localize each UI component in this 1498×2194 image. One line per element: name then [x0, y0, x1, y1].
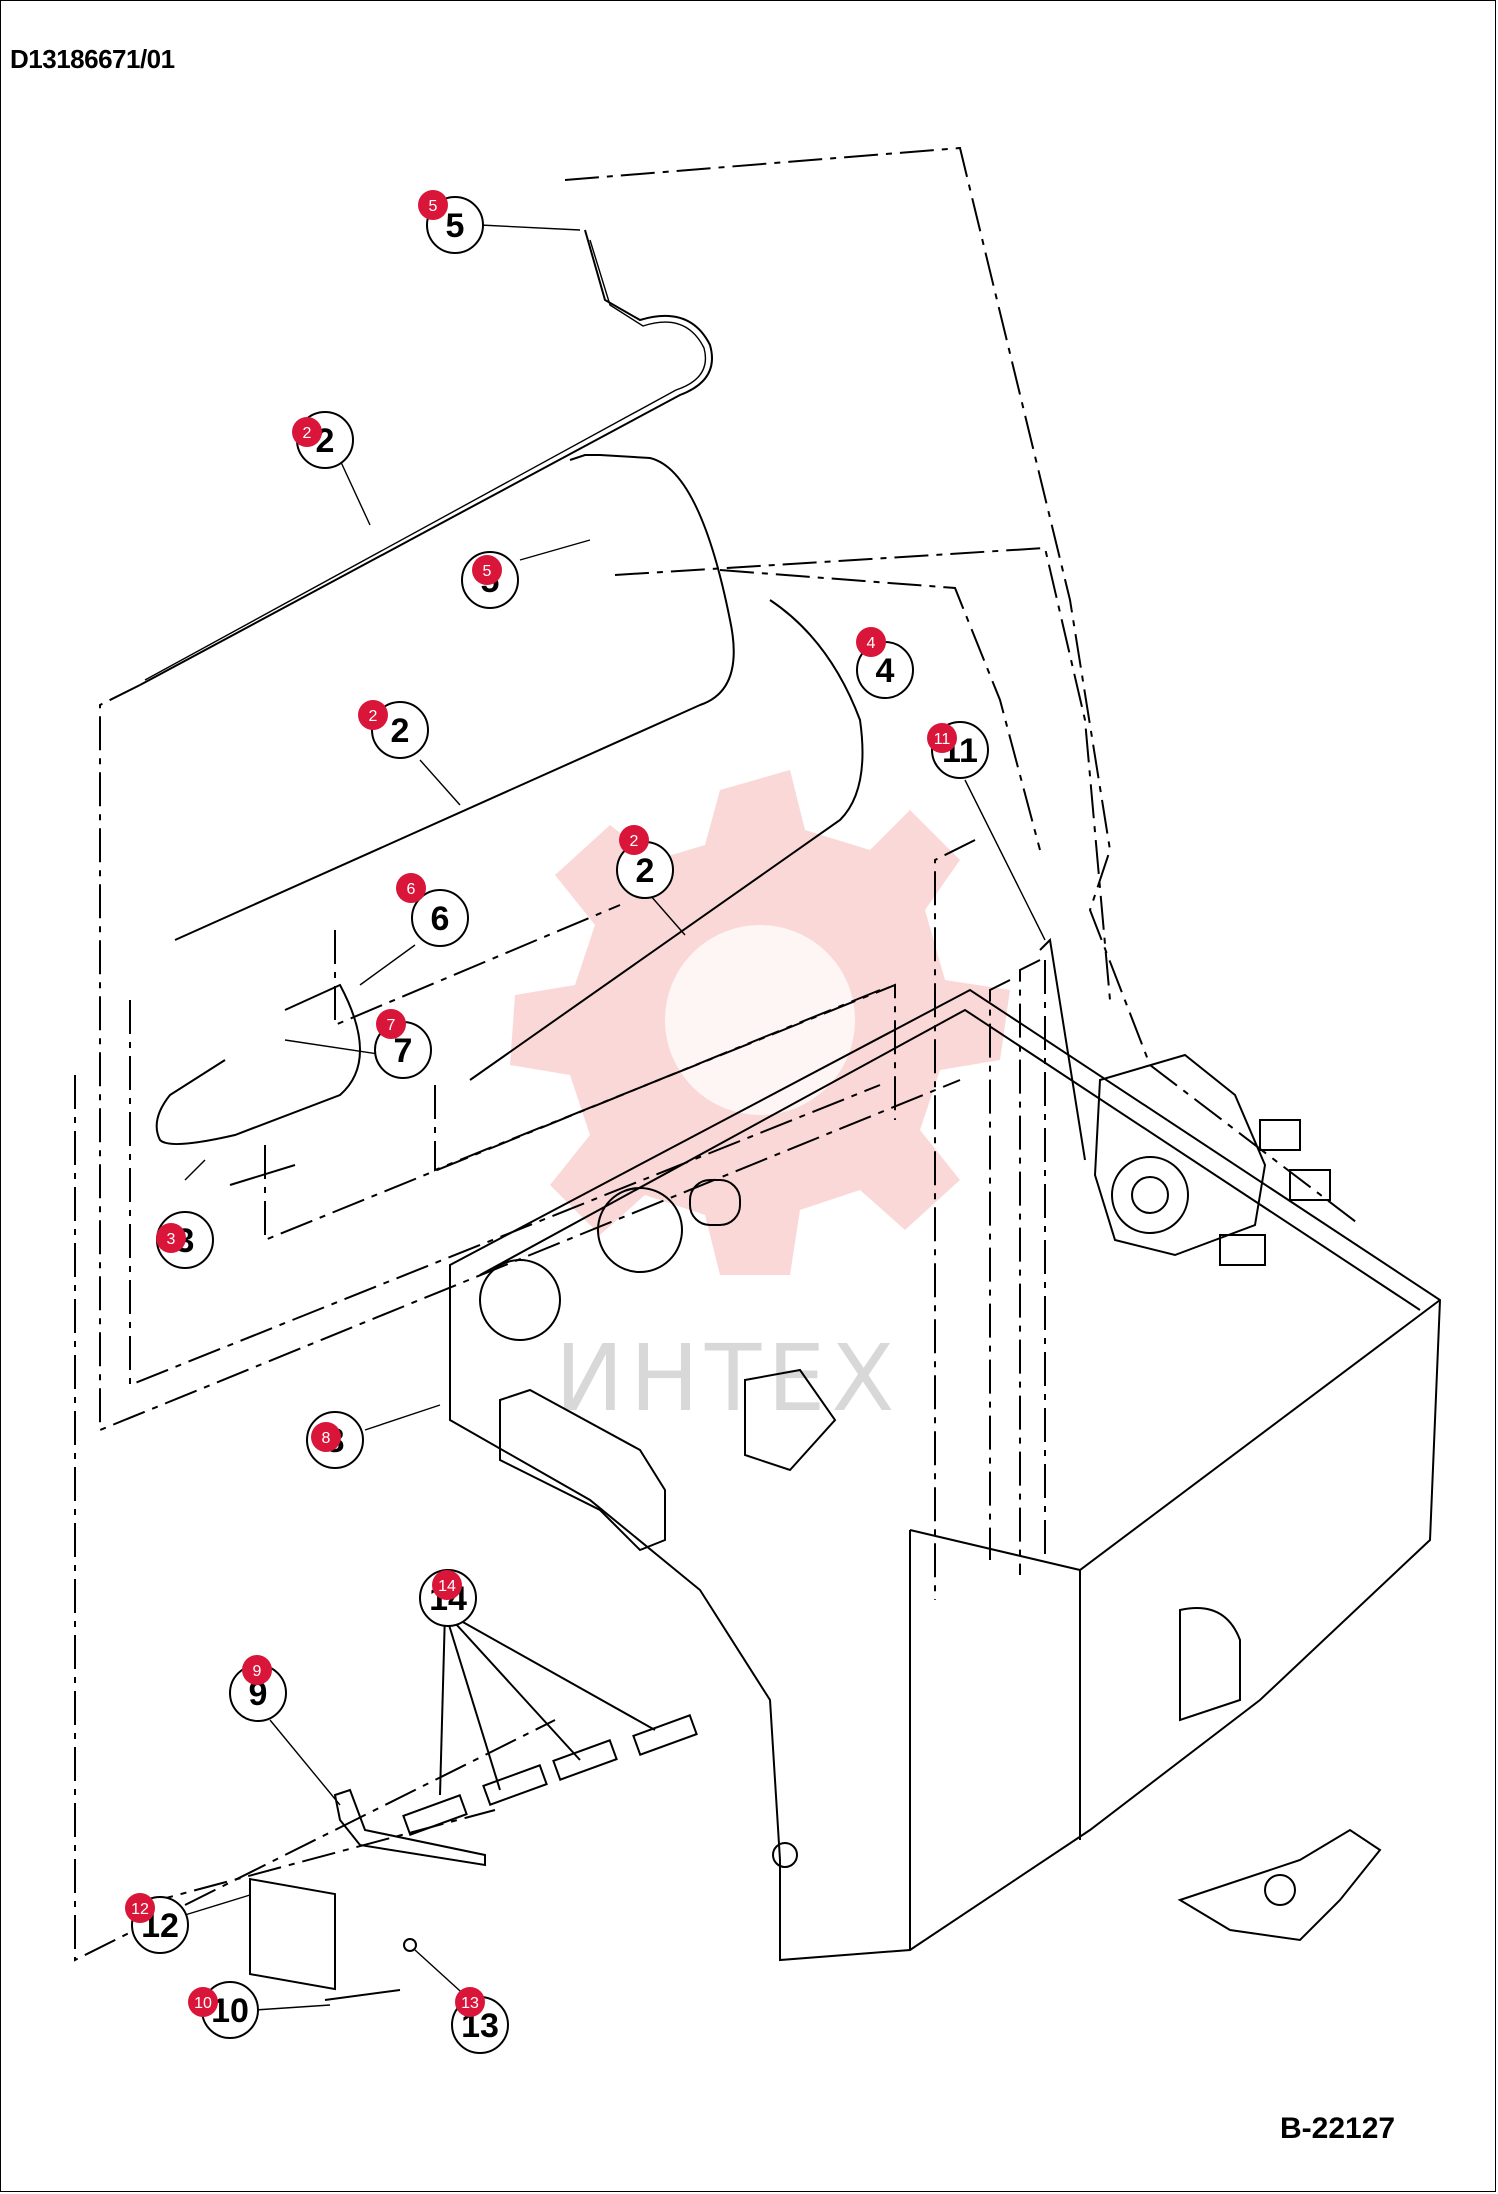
hotspot-dot[interactable] [188, 1987, 218, 2017]
part-callout-6: 6 [411, 889, 469, 947]
hotspot-number[interactable]: 5 [483, 563, 492, 580]
hotspot-dot[interactable] [311, 1422, 341, 1452]
hotspot-marker-9[interactable]: 9 [242, 1655, 272, 1685]
hotspot-number[interactable]: 2 [369, 708, 378, 725]
figure-id: B-22127 [1280, 2112, 1396, 2145]
hotspot-marker-3[interactable]: 3 [156, 1223, 186, 1253]
hotspot-dot[interactable] [156, 1223, 186, 1253]
callout-number: 2 [636, 852, 655, 890]
bracket-and-sensors [249, 1611, 698, 2001]
hotspot-dot[interactable] [358, 700, 388, 730]
hotspot-marker-12[interactable]: 12 [125, 1893, 155, 1923]
warning-decal [249, 1877, 336, 1991]
callout-number: 6 [431, 900, 450, 938]
callout-circle [411, 889, 469, 947]
drawing-id: D13186671/01 [10, 44, 175, 74]
callout-leaders [184, 224, 1046, 2011]
hotspot-dot[interactable] [472, 555, 502, 585]
hotspot-marker-5[interactable]: 5 [418, 190, 448, 220]
hotspot-number[interactable]: 2 [303, 425, 312, 442]
callout-number: 2 [391, 712, 410, 750]
hydraulic-pump [1093, 1053, 1331, 1266]
hotspot-dot[interactable] [418, 190, 448, 220]
hotspot-marker-10[interactable]: 10 [188, 1987, 218, 2017]
hotspot-marker-6[interactable]: 6 [396, 873, 426, 903]
hotspot-number[interactable]: 13 [461, 1995, 479, 2012]
hotspot-dot[interactable] [396, 873, 426, 903]
part-callout-2: 2 [616, 841, 674, 899]
hotspot-dot[interactable] [432, 1570, 462, 1600]
hotspot-dot[interactable] [455, 1987, 485, 2017]
hotspot-number[interactable]: 6 [407, 881, 416, 898]
hotspot-dot[interactable] [125, 1893, 155, 1923]
hotspot-number[interactable]: 3 [167, 1231, 176, 1248]
hotspot-marker-4[interactable]: 4 [856, 627, 886, 657]
hotspot-number[interactable]: 2 [630, 833, 639, 850]
hotspot-marker-7[interactable]: 7 [376, 1009, 406, 1039]
hotspot-number[interactable]: 7 [387, 1017, 396, 1034]
hotspot-marker-5[interactable]: 5 [472, 555, 502, 585]
hotspot-number[interactable]: 11 [934, 731, 951, 748]
hotspot-marker-2[interactable]: 2 [619, 825, 649, 855]
hydraulic-lines [139, 229, 1086, 1186]
hotspot-number[interactable]: 14 [438, 1578, 456, 1595]
hotspot-marker-2[interactable]: 2 [358, 700, 388, 730]
tank-body [449, 988, 1442, 1962]
watermark-text: ИНТЕХ [555, 1325, 900, 1432]
hotspot-number[interactable]: 8 [322, 1430, 331, 1447]
hotspot-number[interactable]: 12 [131, 1901, 149, 1918]
hotspot-dot[interactable] [856, 627, 886, 657]
hotspot-dot[interactable] [242, 1655, 272, 1685]
hotspot-number[interactable]: 9 [253, 1663, 262, 1680]
hotspot-marker-13[interactable]: 13 [455, 1987, 485, 2017]
hotspot-dot[interactable] [376, 1009, 406, 1039]
hotspot-number[interactable]: 5 [429, 198, 438, 215]
hotspot-number[interactable]: 10 [194, 1995, 212, 2012]
hotspot-number[interactable]: 4 [867, 635, 876, 652]
hotspot-dot[interactable] [927, 723, 957, 753]
callout-number: 7 [394, 1032, 413, 1070]
hotspot-marker-11[interactable]: 11 [927, 723, 957, 753]
hotspot-dot[interactable] [292, 417, 322, 447]
callout-number: 5 [446, 207, 465, 245]
hotspot-marker-14[interactable]: 14 [432, 1570, 462, 1600]
hotspot-marker-2[interactable]: 2 [292, 417, 322, 447]
callout-number: 4 [876, 652, 895, 690]
hotspot-marker-8[interactable]: 8 [311, 1422, 341, 1452]
hotspot-dot[interactable] [619, 825, 649, 855]
